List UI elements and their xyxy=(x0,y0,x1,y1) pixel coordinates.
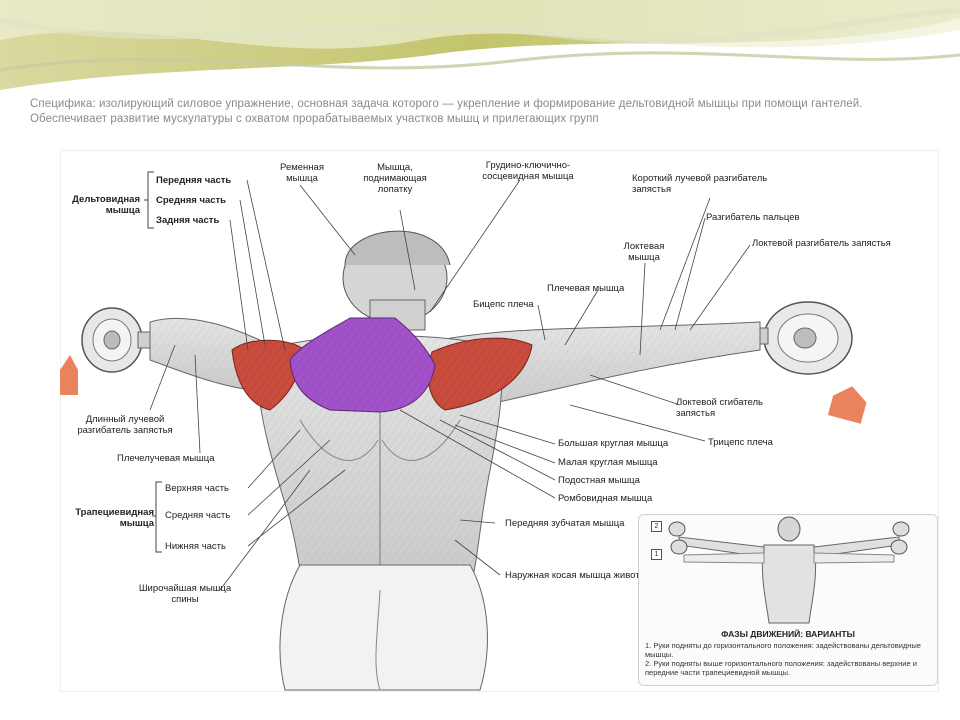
label-ecrb: Короткий лучевой разгибатель запястья xyxy=(632,173,768,195)
label-deltoid-front: Передняя часть xyxy=(156,175,232,186)
label-triceps: Трицепс плеча xyxy=(708,437,773,448)
label-ecu: Локтевой разгибатель запястья xyxy=(752,238,891,249)
label-trap-mid: Средняя часть xyxy=(165,510,231,521)
inset-note-2: 2. Руки подняты выше горизонтального пол… xyxy=(645,659,917,677)
deltoid-bracket xyxy=(144,171,154,229)
label-levator: Мышца, поднимающая лопатку xyxy=(363,162,427,195)
label-fcu: Локтевой сгибатель запястья xyxy=(676,397,764,419)
shorts xyxy=(279,564,488,691)
header-wave-decoration xyxy=(0,0,960,90)
label-trap-lower: Нижняя часть xyxy=(165,541,226,552)
label-deltoid-mid: Средняя часть xyxy=(156,195,227,206)
label-anconeus: Локтевая мышца xyxy=(623,241,665,263)
label-trapezius: Трапециевидная мышца xyxy=(75,507,154,529)
label-serratus: Передняя зубчатая мышца xyxy=(505,518,625,529)
inset-figure xyxy=(668,516,910,624)
label-teres-minor: Малая круглая мышца xyxy=(558,457,658,468)
inset-note-1: 1. Руки подняты до горизонтального полож… xyxy=(645,641,921,659)
label-biceps: Бицепс плеча xyxy=(473,299,534,310)
arrow-right xyxy=(827,386,867,424)
head xyxy=(342,230,451,331)
label-oblique: Наружная косая мышца живота xyxy=(505,570,645,581)
label-ext-digit: Разгибатель пальцев xyxy=(706,212,800,223)
label-infraspinatus: Подостная мышца xyxy=(558,475,640,486)
label-splenius: Ременная мышца xyxy=(280,162,324,184)
dumbbell-right xyxy=(747,301,853,375)
dumbbell-left xyxy=(81,307,159,373)
label-latissimus: Широчайшая мышца спины xyxy=(138,583,232,605)
label-ecrl: Длинный лучевой разгибатель запястья xyxy=(77,414,173,436)
label-brachialis: Плечевая мышца xyxy=(547,283,625,294)
label-rhomboid: Ромбовидная мышца xyxy=(558,493,653,504)
label-scm: Грудино-ключично- сосцевидная мышца xyxy=(482,160,574,182)
inset-title: ФАЗЫ ДВИЖЕНИЙ: ВАРИАНТЫ xyxy=(721,629,855,639)
intro-text: Специфика: изолирующий силовое упражнени… xyxy=(30,98,863,125)
label-deltoid: Дельтовидная мышца xyxy=(72,194,140,216)
motion-phases-inset: 2 1 ФАЗЫ ДВИЖЕНИЙ: ВАРИАНТЫ 1. Руки подн… xyxy=(638,514,938,686)
arrow-left xyxy=(60,355,78,395)
badge-phase-1: 1 xyxy=(651,549,662,560)
label-trap-upper: Верхняя часть xyxy=(165,483,230,494)
leader-lines xyxy=(149,179,751,591)
badge-phase-2: 2 xyxy=(651,521,662,532)
label-teres-major: Большая круглая мышца xyxy=(558,438,669,449)
trapezius-bracket xyxy=(152,481,162,553)
label-deltoid-rear: Задняя часть xyxy=(156,215,220,226)
label-brachioradialis: Плечелучевая мышца xyxy=(117,453,215,464)
